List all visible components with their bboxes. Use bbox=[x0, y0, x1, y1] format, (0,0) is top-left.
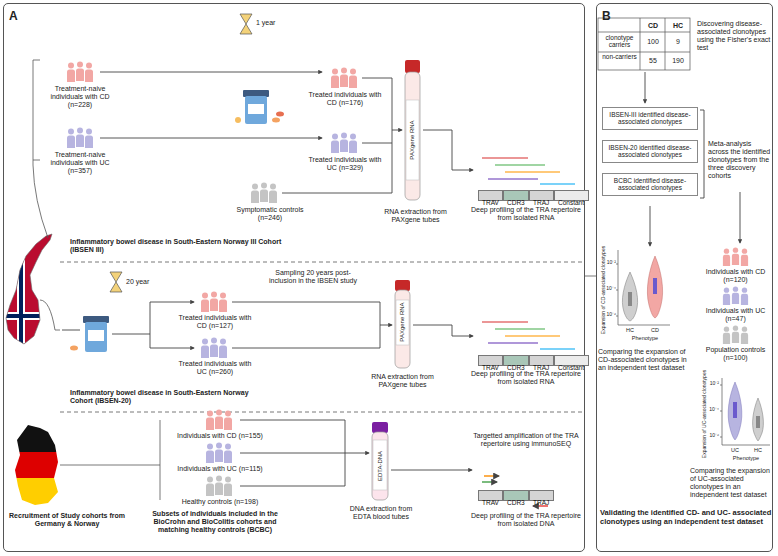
annotation-text: Expansion of UC-associated clonotypes bbox=[702, 370, 707, 458]
gene-segment: TRAJ bbox=[529, 190, 554, 201]
annotation-text: Deep profiling of the TRA repertoire fro… bbox=[470, 370, 582, 386]
annotation-text: 10⁻² bbox=[605, 260, 616, 266]
annotation-text: Treatment-naive individuals with CD (n=2… bbox=[38, 85, 122, 109]
gene-segment: TRAV bbox=[478, 190, 503, 201]
annotation-text: Deep profiling of the TRA repertoire fro… bbox=[470, 206, 582, 222]
annotation-text: 20 year bbox=[126, 278, 166, 286]
annotation-text: Individuals with UC (n=47) bbox=[698, 307, 773, 323]
annotation-text: Treatment-naive individuals with UC (n=3… bbox=[38, 151, 122, 175]
cohort-box: IBSEN-III identified disease-associated … bbox=[602, 107, 698, 130]
box-label: IBSEN-20 identified disease-associated c… bbox=[606, 144, 694, 159]
panel-letter: A bbox=[9, 9, 18, 23]
annotation-text: Phenotype bbox=[720, 455, 772, 461]
panel-letter: B bbox=[602, 9, 611, 23]
annotation-text: RNA extraction from PAXgene tubes bbox=[365, 373, 440, 389]
box-label: CDR3 bbox=[507, 198, 525, 207]
annotation-text: HC bbox=[750, 447, 766, 453]
gene-segment: CDR3 bbox=[503, 355, 529, 366]
annotation-text: HC bbox=[666, 22, 690, 30]
annotation-text: Population controls (n=100) bbox=[698, 346, 773, 362]
annotation-text: Deep profiling of the TRA repertoire fro… bbox=[470, 512, 582, 528]
annotation-text: 10⁻⁶ bbox=[605, 312, 616, 318]
annotation-text: Inflammatory bowel disease in South-East… bbox=[70, 389, 270, 405]
annotation-text: CD bbox=[641, 22, 665, 30]
box-label: IBSEN-III identified disease-associated … bbox=[606, 111, 694, 126]
annotation-text: Meta-analysis across the identified clon… bbox=[708, 140, 772, 180]
annotation-text: Healthy controls (n=198) bbox=[168, 498, 272, 506]
annotation-text: Comparing the expansion of UC-associated… bbox=[690, 467, 774, 499]
annotation-text: Treated individuals with CD (n=127) bbox=[175, 314, 255, 330]
gene-segment: CDR3 bbox=[503, 490, 529, 501]
cohort-box: BCBC identified disease-associated clono… bbox=[602, 173, 698, 196]
annotation-text: Individuals with CD (n=120) bbox=[698, 268, 773, 284]
annotation-text: Phenotype bbox=[619, 335, 671, 341]
annotation-text: PAXgene RNA bbox=[409, 120, 415, 159]
annotation-text: Sampling 20 years post-inclusion in the … bbox=[268, 269, 358, 285]
gene-segment: Constant bbox=[554, 190, 589, 201]
box-label: TRAJ bbox=[533, 498, 549, 507]
gene-segment: TRAJ bbox=[529, 355, 554, 366]
annotation-text: Validating the identified CD- and UC- as… bbox=[600, 509, 772, 526]
annotation-text: Individuals with UC (n=115) bbox=[168, 465, 272, 473]
annotation-text: CD bbox=[647, 327, 663, 333]
annotation-text: Individuals with CD (n=155) bbox=[168, 432, 272, 440]
annotation-text: Recruitment of Study cohorts from German… bbox=[6, 512, 128, 528]
annotation-text: RNA extraction from PAXgene tubes bbox=[378, 208, 453, 224]
gene-segment: Constant bbox=[554, 355, 589, 366]
gene-segment: TRAV bbox=[478, 490, 503, 501]
annotation-text: Treated individuals with CD (n=176) bbox=[305, 91, 385, 107]
annotation-text: Treated individuals with UC (n=329) bbox=[305, 156, 385, 172]
annotation-text: DNA extraction from EDTA blood tubes bbox=[342, 505, 420, 521]
annotation-text: Targetted amplification of the TRA reper… bbox=[470, 432, 582, 448]
annotation-text: 1 year bbox=[256, 19, 296, 27]
annotation-text: PAXgene RNA bbox=[399, 302, 405, 341]
annotation-text: non-carriers bbox=[599, 53, 640, 60]
annotation-text: Discovering disease-associated clonotype… bbox=[697, 20, 771, 52]
box-label: Constant bbox=[558, 198, 584, 207]
annotation-text: Comparing the expansion of CD-associated… bbox=[598, 348, 690, 372]
germany-map bbox=[10, 420, 65, 508]
annotation-text: 10⁻⁴ bbox=[605, 286, 616, 292]
box-label: TRAV bbox=[482, 198, 499, 207]
box-label: TRAJ bbox=[533, 198, 549, 207]
annotation-text: 190 bbox=[666, 57, 690, 65]
box-label: CDR3 bbox=[507, 498, 525, 507]
annotation-text: 55 bbox=[641, 57, 665, 65]
annotation-text: EDTA-DNA bbox=[377, 451, 383, 481]
annotation-text: clonotype carriers bbox=[599, 34, 640, 49]
cohort-box: IBSEN-20 identified disease-associated c… bbox=[602, 140, 698, 163]
annotation-text: Symptomatic controls (n=246) bbox=[230, 206, 310, 222]
box-label: TRAV bbox=[482, 498, 499, 507]
annotation-text: 100 bbox=[641, 38, 665, 46]
annotation-text: Treated individuals with UC (n=260) bbox=[175, 360, 255, 376]
annotation-text: 10⁻⁶ bbox=[708, 433, 719, 439]
annotation-text: Subsets of individuals included in the B… bbox=[140, 510, 290, 534]
gene-segment: TRAV bbox=[478, 355, 503, 366]
annotation-text: 9 bbox=[666, 38, 690, 46]
box-label: BCBC identified disease-associated clono… bbox=[606, 177, 694, 192]
annotation-text: Expansion of CD-associated clonotypes bbox=[601, 246, 606, 334]
annotation-text: HC bbox=[622, 327, 638, 333]
annotation-text: 10⁻⁴ bbox=[708, 407, 719, 413]
gene-segment: TRAJ bbox=[529, 490, 554, 501]
annotation-text: UC bbox=[727, 447, 743, 453]
annotation-text: Inflammatory bowel disease in South-East… bbox=[70, 238, 290, 254]
norway-map bbox=[0, 225, 60, 350]
gene-segment: CDR3 bbox=[503, 190, 529, 201]
annotation-text: 10⁻² bbox=[708, 381, 719, 387]
